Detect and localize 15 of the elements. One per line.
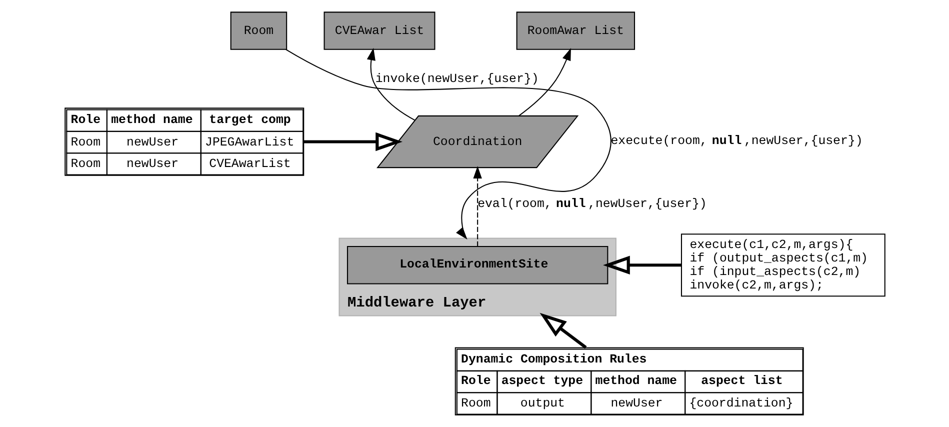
node-box: execute(c1,c2,m,args){ if (output_aspects(c1,m) if (input_aspects(c2,m) invoke(c2,m,args); bbox=[680, 234, 885, 297]
arrow bbox=[602, 256, 681, 275]
arrow bbox=[518, 48, 570, 116]
edge-label: execute(room,null,newUser,{user}) bbox=[610, 134, 862, 148]
arrow bbox=[303, 132, 402, 152]
edge-label: invoke(newUser,{user}) bbox=[374, 72, 538, 86]
edge-label: eval(room,null,newUser,{user}) bbox=[477, 196, 706, 211]
node-box: LocalEnvironmentSite bbox=[346, 246, 608, 284]
arrow bbox=[539, 312, 586, 349]
arrow bbox=[285, 48, 611, 240]
arrow bbox=[366, 48, 415, 121]
node-box: RoomAwar List bbox=[516, 12, 635, 50]
node-box: Room bbox=[230, 12, 287, 50]
node-box: CVEAwar List bbox=[323, 12, 435, 50]
arrow bbox=[472, 166, 482, 246]
